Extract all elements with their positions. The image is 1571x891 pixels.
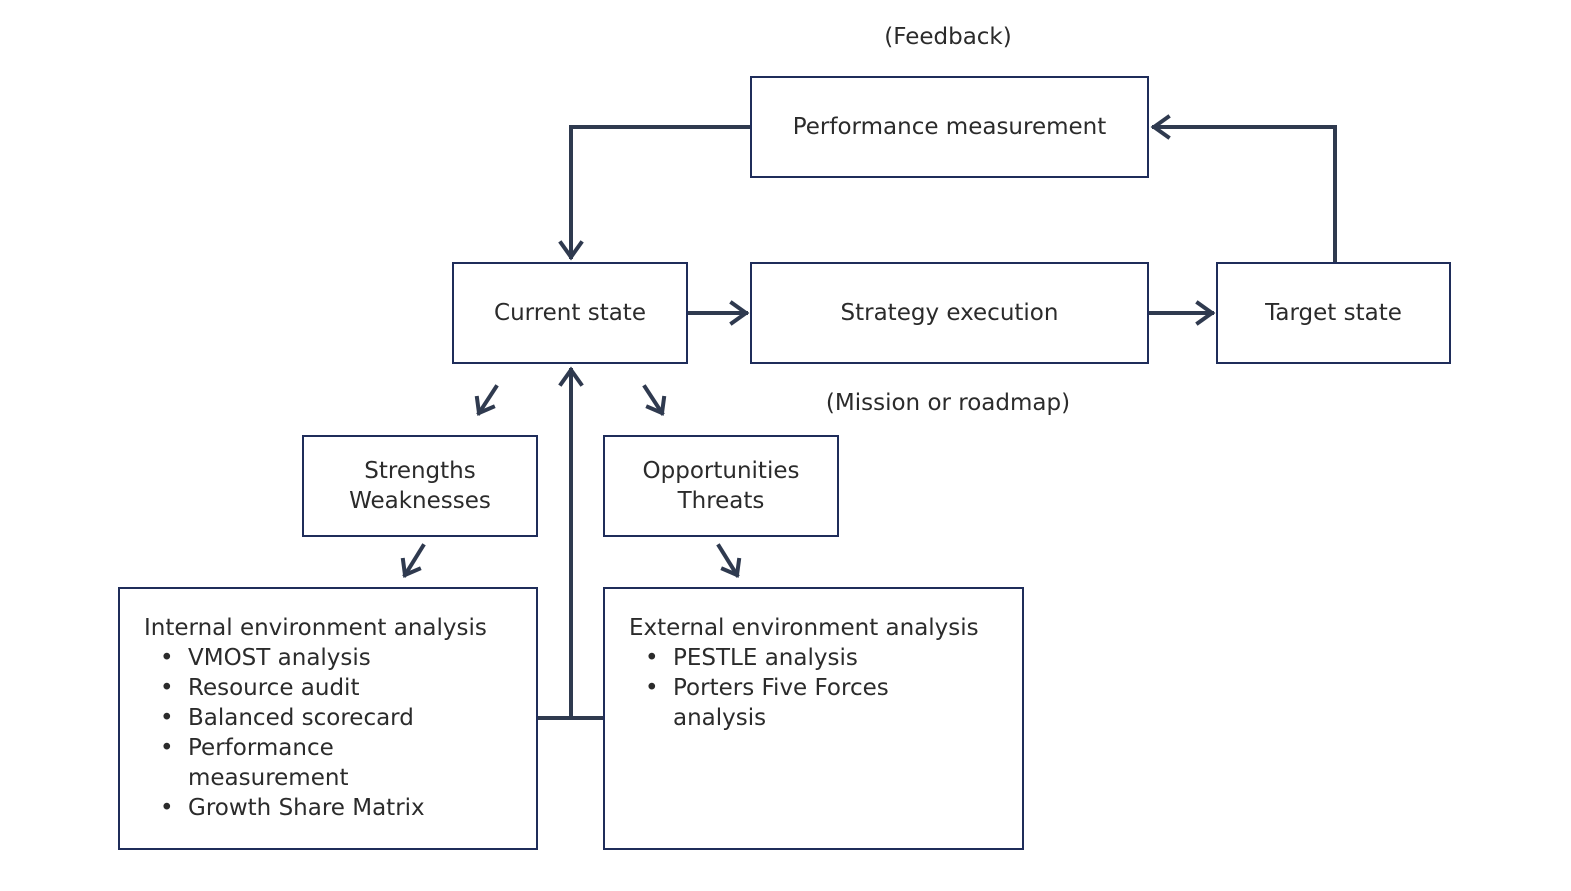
mission-caption: (Mission or roadmap) — [825, 390, 1071, 416]
arrowhead-current-to-sw — [474, 395, 496, 416]
arrowhead-sw-to-internal — [400, 557, 422, 578]
internal-analysis-box: Internal environment analysis •VMOST ana… — [118, 587, 538, 850]
list-item: •Resource audit — [160, 675, 360, 701]
strategy-execution-label: Strategy execution — [840, 300, 1059, 326]
list-item: •Porters Five Forces analysis — [645, 675, 889, 731]
strategy-execution-box: Strategy execution — [750, 262, 1149, 364]
arrowhead-current-to-strategy — [729, 300, 750, 326]
list-item: •Growth Share Matrix — [160, 795, 425, 821]
target-state-box: Target state — [1216, 262, 1451, 364]
list-item: •VMOST analysis — [160, 645, 371, 671]
current-state-box: Current state — [452, 262, 688, 364]
external-analysis-title: External environment analysis — [629, 615, 979, 641]
list-item: •Balanced scorecard — [160, 705, 414, 731]
arrow-performance-to-current — [569, 125, 752, 259]
list-item: •Performance measurement — [160, 735, 349, 791]
bullet: • — [160, 645, 174, 671]
bullet: • — [645, 645, 659, 671]
arrowhead-ot-to-external — [720, 557, 742, 578]
bullet: • — [645, 675, 659, 701]
bullet: • — [160, 705, 174, 731]
bullet: • — [160, 795, 174, 821]
current-state-label: Current state — [494, 300, 646, 326]
external-analysis-box: External environment analysis •PESTLE an… — [603, 587, 1024, 850]
internal-analysis-list: •VMOST analysis •Resource audit •Balance… — [144, 643, 516, 823]
performance-measurement-label: Performance measurement — [792, 114, 1107, 140]
opportunities-label: Opportunities — [642, 458, 800, 484]
strengths-label: Strengths — [364, 458, 476, 484]
arrowhead-performance-to-current — [558, 240, 584, 261]
arrowhead-strategy-to-target — [1195, 300, 1216, 326]
opportunities-threats-box: Opportunities Threats — [603, 435, 839, 537]
strengths-weaknesses-box: Strengths Weaknesses — [302, 435, 538, 537]
arrowhead-target-to-performance — [1150, 114, 1171, 140]
arrow-sw-to-internal — [402, 543, 426, 578]
arrow-current-to-sw — [476, 384, 499, 416]
list-item: •PESTLE analysis — [645, 645, 858, 671]
arrow-current-to-ot — [642, 384, 665, 416]
performance-measurement-box: Performance measurement — [750, 76, 1149, 178]
arrow-target-to-performance — [1152, 125, 1337, 264]
target-state-label: Target state — [1265, 300, 1402, 326]
weaknesses-label: Weaknesses — [349, 488, 491, 514]
arrowhead-current-to-ot — [645, 395, 667, 416]
bullet: • — [160, 675, 174, 701]
threats-label: Threats — [677, 488, 765, 514]
arrowhead-analysis-to-current — [558, 366, 584, 387]
arrow-ot-to-external — [716, 543, 740, 578]
internal-analysis-title: Internal environment analysis — [144, 615, 487, 641]
feedback-caption: (Feedback) — [884, 24, 1012, 50]
external-analysis-list: •PESTLE analysis •Porters Five Forces an… — [629, 643, 1002, 733]
bullet: • — [160, 735, 174, 761]
